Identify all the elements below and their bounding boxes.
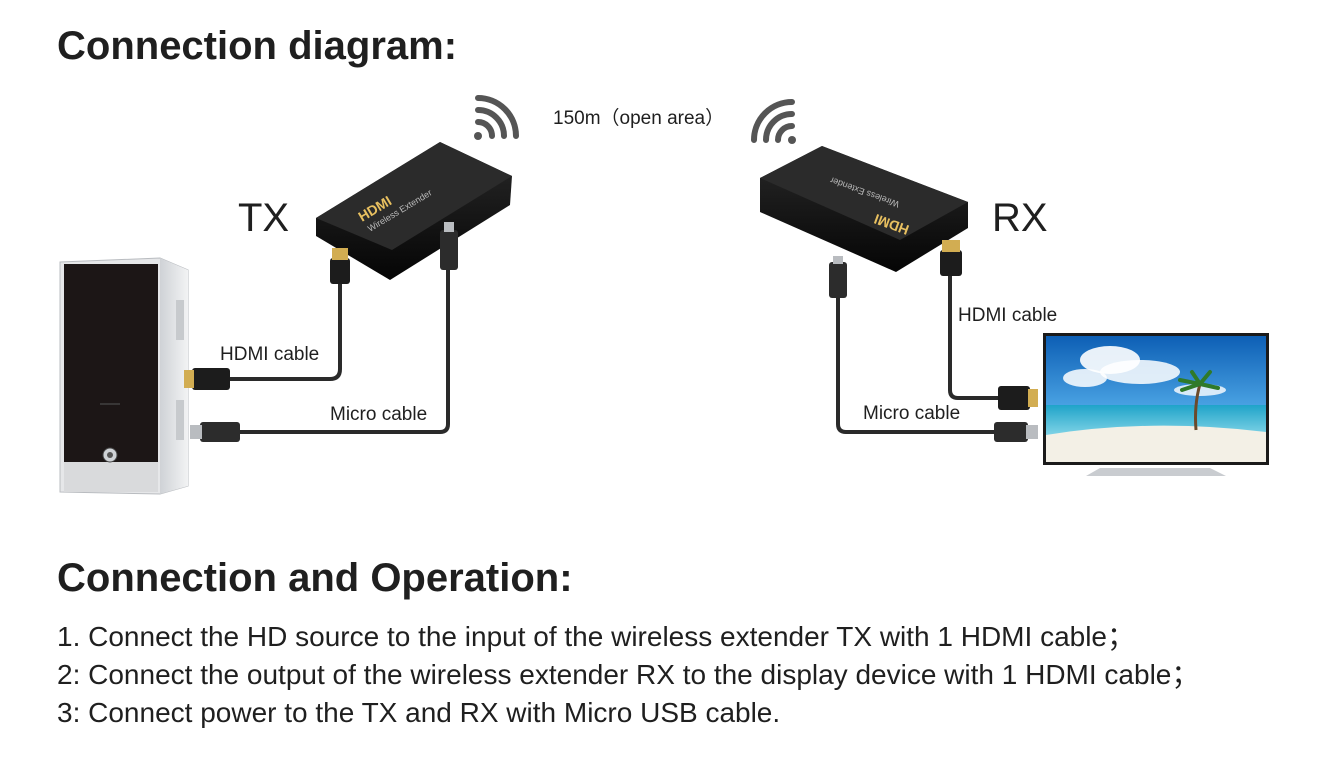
- diagram-title: Connection diagram:: [57, 24, 458, 68]
- hdmi-cable-label-left: HDMI cable: [220, 344, 320, 365]
- tx-extender: HDMI Wireless Extender: [316, 142, 512, 280]
- micro-cable-label-left: Micro cable: [330, 404, 428, 425]
- operation-title: Connection and Operation:: [57, 556, 573, 600]
- wifi-rx-icon: [751, 99, 796, 144]
- step-1: 1. Connect the HD source to the input of…: [57, 621, 1136, 652]
- cables: [230, 268, 1000, 434]
- micro-cable-label-right: Micro cable: [863, 403, 961, 424]
- pc-tower: [59, 257, 189, 495]
- step-3: 3: Connect power to the TX and RX with M…: [57, 697, 781, 728]
- tv-display: [1043, 333, 1269, 476]
- distance-label: 150m（open area）: [553, 108, 725, 129]
- connectors: [184, 222, 1038, 442]
- operation-steps: 1. Connect the HD source to the input of…: [57, 618, 1199, 732]
- rx-extender: HDMI Wireless Extender: [760, 146, 968, 272]
- tx-label: TX: [238, 196, 290, 240]
- rx-label: RX: [992, 196, 1048, 240]
- hdmi-cable-label-right: HDMI cable: [958, 305, 1058, 326]
- wifi-tx-icon: [474, 95, 519, 140]
- step-2: 2: Connect the output of the wireless ex…: [57, 659, 1200, 690]
